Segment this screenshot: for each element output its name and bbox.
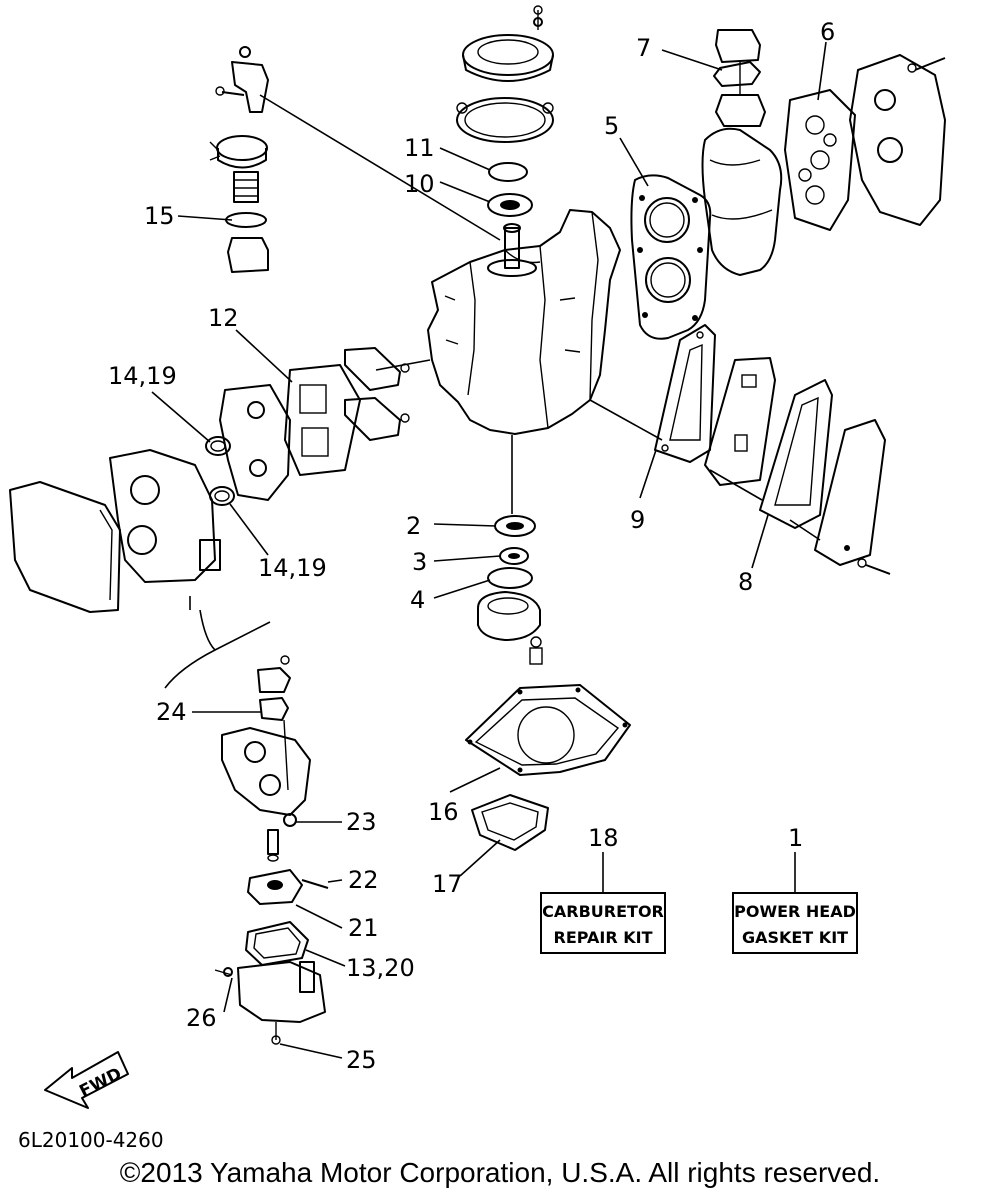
callout-1: 1 bbox=[788, 824, 803, 852]
fwd-label: FWD bbox=[76, 1064, 125, 1102]
callout-7: 7 bbox=[636, 34, 651, 62]
bearing-3 bbox=[499, 547, 529, 565]
callout-10: 10 bbox=[404, 170, 435, 198]
callout-17: 17 bbox=[432, 870, 463, 898]
thermostat-gasket-7 bbox=[713, 61, 761, 87]
callout-4: 4 bbox=[410, 586, 425, 614]
callout-6: 6 bbox=[820, 18, 835, 46]
cylinder-head-gasket bbox=[630, 174, 712, 340]
callout-22: 22 bbox=[348, 866, 379, 894]
exhaust-inner-cover bbox=[704, 357, 776, 486]
head-cover-gasket-6 bbox=[784, 89, 856, 231]
carburetor-repair-kit-box: CARBURETOR REPAIR KIT bbox=[540, 892, 666, 954]
needle-jet bbox=[267, 813, 297, 862]
callout-26: 26 bbox=[186, 1004, 217, 1032]
ph-kit-line2: GASKET KIT bbox=[742, 928, 848, 947]
callout-25: 25 bbox=[346, 1046, 377, 1074]
leader-lines bbox=[259, 94, 821, 541]
callout-11: 11 bbox=[404, 134, 435, 162]
head-cover bbox=[849, 54, 946, 226]
cylinder-head bbox=[701, 127, 783, 276]
carb-kit-line1: CARBURETOR bbox=[542, 902, 664, 921]
callout-12: 12 bbox=[208, 304, 239, 332]
o-ring-4 bbox=[487, 567, 533, 589]
fuel-pump-assembly bbox=[209, 46, 269, 273]
reed-valve-lower bbox=[344, 397, 410, 441]
oil-seal-2 bbox=[494, 515, 536, 537]
float-pin-22 bbox=[301, 879, 329, 889]
callout-16: 16 bbox=[428, 798, 459, 826]
intake-manifold bbox=[219, 384, 291, 501]
exhaust-outer-cover bbox=[814, 419, 891, 575]
lower-bearing-housing bbox=[477, 591, 543, 665]
carb-kit-line2: REPAIR KIT bbox=[554, 928, 653, 947]
power-head-gasket-kit-box: POWER HEAD GASKET KIT bbox=[732, 892, 858, 954]
copyright-notice: ©2013 Yamaha Motor Corporation, U.S.A. A… bbox=[119, 1157, 881, 1188]
callout-24: 24 bbox=[156, 698, 187, 726]
exhaust-gasket-9 bbox=[654, 324, 716, 463]
callout-23: 23 bbox=[346, 808, 377, 836]
callout-21: 21 bbox=[348, 914, 379, 942]
oil-seal-10 bbox=[487, 193, 533, 217]
gasket-17 bbox=[471, 794, 549, 851]
part-code: 6L20100-4260 bbox=[18, 1128, 164, 1152]
thermostat-cover bbox=[715, 29, 766, 127]
callout-15: 15 bbox=[144, 202, 175, 230]
carb-main-body bbox=[221, 719, 311, 816]
carb-top-cover bbox=[257, 655, 291, 721]
gasket-16 bbox=[465, 684, 631, 776]
fwd-arrow-icon: FWD bbox=[44, 1051, 129, 1109]
o-ring-11 bbox=[488, 162, 528, 182]
group-bracket bbox=[164, 596, 271, 689]
callout-numbers: 6 7 5 11 10 15 12 14,19 14,19 2 3 4 9 8 … bbox=[108, 18, 835, 1074]
callout-2: 2 bbox=[406, 512, 421, 540]
exhaust-gasket-8 bbox=[759, 379, 833, 529]
upper-gasket bbox=[456, 97, 554, 143]
float-21 bbox=[247, 869, 303, 905]
carburetor-seal-top bbox=[205, 436, 231, 456]
callout-5: 5 bbox=[604, 112, 619, 140]
reed-valve-upper bbox=[344, 347, 410, 391]
callout-leaders bbox=[151, 41, 827, 1059]
callout-18: 18 bbox=[588, 824, 619, 852]
callout-8: 8 bbox=[738, 568, 753, 596]
float-bowl bbox=[214, 961, 326, 1045]
callout-14-19-top: 14,19 bbox=[108, 362, 177, 390]
callout-13-20: 13,20 bbox=[346, 954, 415, 982]
intake-silencer bbox=[9, 481, 121, 613]
manifold-gasket-12 bbox=[284, 364, 361, 476]
callout-3: 3 bbox=[412, 548, 427, 576]
callout-9: 9 bbox=[630, 506, 645, 534]
ph-kit-line1: POWER HEAD bbox=[734, 902, 856, 921]
float-bowl-gasket bbox=[245, 921, 309, 966]
carburetor-body bbox=[109, 449, 221, 583]
carburetor-seal-bottom bbox=[209, 486, 235, 506]
upper-bearing-housing bbox=[462, 5, 554, 82]
callout-14-19-bottom: 14,19 bbox=[258, 554, 327, 582]
cylinder-block bbox=[427, 209, 621, 435]
